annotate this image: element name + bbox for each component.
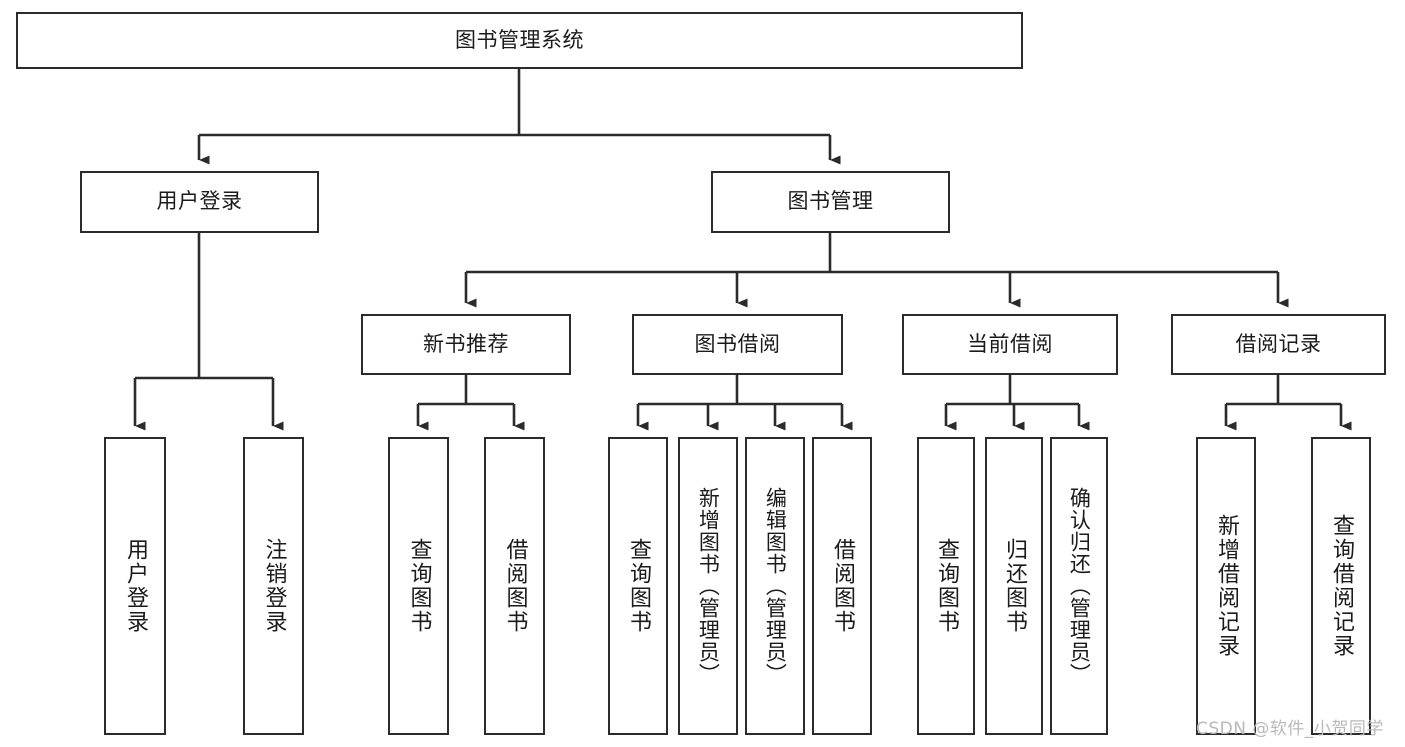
- node-leaf-12-label: 查询借阅记录: [1328, 514, 1354, 658]
- node-leaf-3-label: 借阅图书: [502, 538, 528, 634]
- node-leaf-4-label: 查询图书: [625, 538, 651, 634]
- node-level3-2[interactable]: 当前借阅: [902, 314, 1118, 375]
- node-leaf-7[interactable]: 借阅图书: [812, 437, 872, 735]
- node-level3-2-label: 当前借阅: [967, 331, 1053, 356]
- node-level3-0[interactable]: 新书推荐: [361, 314, 571, 375]
- node-leaf-10-label: 确认归还（管理员）: [1067, 487, 1092, 685]
- node-level2-1-label: 图书管理: [787, 189, 874, 214]
- node-leaf-6-label: 编辑图书（管理员）: [763, 487, 788, 685]
- node-level3-1[interactable]: 图书借阅: [632, 314, 843, 375]
- node-leaf-6[interactable]: 编辑图书（管理员）: [745, 437, 805, 735]
- node-leaf-8-label: 查询图书: [933, 538, 959, 634]
- csdn-watermark: CSDN @软件_小贺同学: [1196, 719, 1384, 739]
- node-level3-0-label: 新书推荐: [423, 331, 509, 356]
- node-leaf-9-label: 归还图书: [1001, 538, 1027, 634]
- node-leaf-5-label: 新增图书（管理员）: [696, 487, 721, 685]
- node-leaf-2-label: 查询图书: [406, 538, 432, 634]
- node-level2-0-label: 用户登录: [156, 189, 243, 214]
- node-leaf-1[interactable]: 注销登录: [243, 437, 304, 735]
- node-leaf-4[interactable]: 查询图书: [608, 437, 668, 735]
- node-leaf-1-label: 注销登录: [261, 538, 287, 634]
- node-leaf-0[interactable]: 用户登录: [104, 437, 166, 735]
- node-leaf-11[interactable]: 新增借阅记录: [1196, 437, 1256, 735]
- node-leaf-11-label: 新增借阅记录: [1213, 514, 1239, 658]
- node-leaf-8[interactable]: 查询图书: [917, 437, 975, 735]
- node-leaf-2[interactable]: 查询图书: [388, 437, 449, 735]
- node-level2-1[interactable]: 图书管理: [711, 171, 950, 233]
- node-level3-1-label: 图书借阅: [694, 331, 781, 356]
- node-leaf-0-label: 用户登录: [122, 538, 148, 634]
- node-level3-3-label: 借阅记录: [1235, 331, 1322, 356]
- node-leaf-5[interactable]: 新增图书（管理员）: [678, 437, 738, 735]
- node-root-label: 图书管理系统: [455, 27, 584, 52]
- node-root[interactable]: 图书管理系统: [16, 12, 1023, 69]
- node-level2-0[interactable]: 用户登录: [80, 171, 319, 233]
- node-level3-3[interactable]: 借阅记录: [1171, 314, 1386, 375]
- node-leaf-7-label: 借阅图书: [829, 538, 855, 634]
- node-leaf-3[interactable]: 借阅图书: [484, 437, 545, 735]
- node-leaf-10[interactable]: 确认归还（管理员）: [1050, 437, 1108, 735]
- node-leaf-12[interactable]: 查询借阅记录: [1311, 437, 1371, 735]
- node-leaf-9[interactable]: 归还图书: [985, 437, 1043, 735]
